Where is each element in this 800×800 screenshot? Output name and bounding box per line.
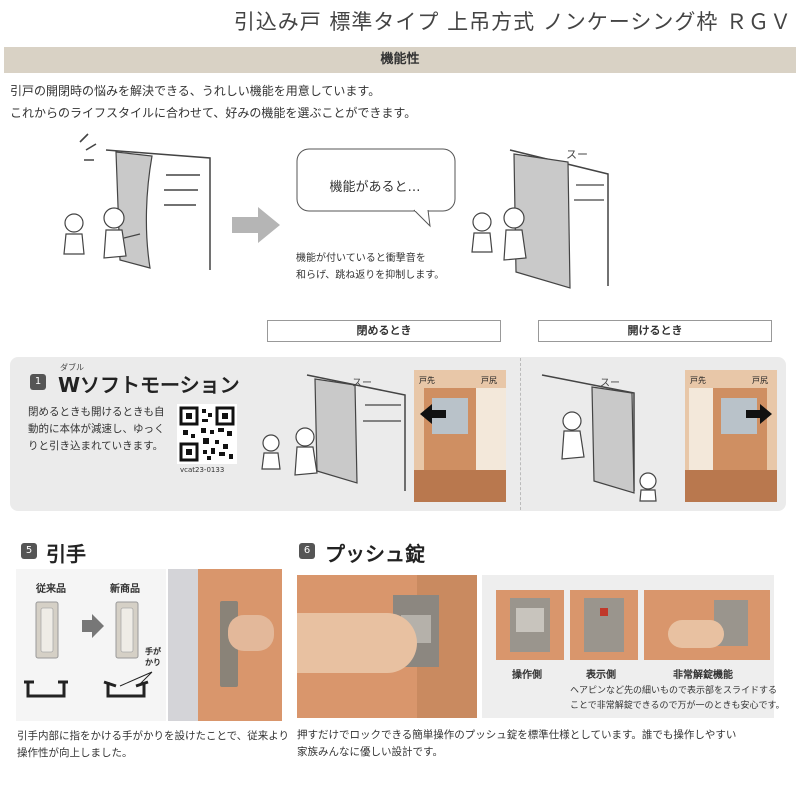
opening-sound-text: スー — [600, 378, 620, 389]
intro-line-1: 引戸の開閉時の悩みを解決できる、うれしい機能を用意しています。 — [10, 84, 381, 98]
feature-1-title: Wソフトモーション — [58, 373, 240, 397]
label-closing: 閉めるとき — [267, 320, 501, 342]
pull-handle-diagram — [24, 601, 153, 698]
closing-door-photo — [414, 370, 506, 502]
feature-number-6: 6 — [299, 543, 315, 559]
feature-5-desc-line-2: 操作性が向上しました。 — [17, 747, 133, 759]
sound-effect-text: スー — [566, 148, 588, 161]
operate-side-label: 操作側 — [512, 670, 542, 681]
feature-number-5: 5 — [21, 543, 37, 559]
feature-1-ruby: ダブル — [60, 363, 84, 372]
closing-sound-text: スー — [352, 378, 372, 389]
emergency-unlock-photo — [644, 590, 770, 660]
slamming-door-illustration — [63, 133, 211, 270]
display-side-photo — [570, 590, 638, 660]
closing-door-tail-label: 戸尻 — [481, 376, 497, 385]
opening-door-tip-label: 戸先 — [690, 376, 706, 385]
speech-bubble — [296, 148, 456, 228]
operate-side-photo — [496, 590, 564, 660]
feature-6-desc-line-1: 押すだけでロックできる簡単操作のプッシュ錠を標準仕様としています。誰でも操作しや… — [297, 729, 737, 741]
arrow-left-icon — [420, 404, 446, 424]
feature-number-1: 1 — [30, 374, 46, 390]
feature-5-title: 引手 — [46, 542, 86, 566]
feature-6-title: プッシュ錠 — [325, 542, 425, 566]
soft-close-door-illustration — [471, 149, 609, 289]
new-product-label: 新商品 — [110, 584, 140, 595]
arrow-right-small-icon — [746, 404, 772, 424]
feature-6-desc-line-2: 家族みんなに優しい設計です。 — [297, 746, 443, 758]
qr-code[interactable] — [177, 404, 237, 464]
qr-code-id: vcat23-0133 — [180, 466, 225, 474]
opening-door-photo — [685, 370, 777, 502]
emergency-note-line-2: ことで非常解錠できるので万が一のときも安心です。 — [570, 701, 785, 711]
grip-label-2: かり — [145, 658, 161, 667]
feature-soft-motion-panel — [10, 357, 786, 511]
closing-door-tip-label: 戸先 — [419, 376, 435, 385]
push-lock-photo — [297, 575, 477, 718]
closing-illustration — [261, 374, 406, 491]
panel-divider — [520, 358, 521, 510]
section-band: 機能性 — [4, 47, 796, 73]
function-note-line-1: 機能が付いていると衝撃音を — [296, 253, 426, 264]
page-title: 引込み戸 標準タイプ 上吊方式 ノンケーシング枠 ＲＧＶ — [233, 10, 792, 34]
emergency-note-line-1: ヘアピンなど先の細いもので表示部をスライドする — [570, 686, 778, 696]
opening-illustration — [541, 374, 657, 502]
intro-line-2: これからのライフスタイルに合わせて、好みの機能を選ぶことができます。 — [10, 106, 417, 120]
feature-5-desc-line-1: 引手内部に指をかける手がかりを設けたことで、従来より — [17, 730, 290, 742]
function-note-line-2: 和らげ、跳ね返りを抑制します。 — [296, 270, 445, 281]
arrow-right-icon — [232, 207, 280, 243]
qr-code-icon — [179, 406, 235, 462]
emergency-unlock-label: 非常解錠機能 — [673, 670, 733, 681]
bubble-text: 機能があると… — [329, 180, 421, 195]
feature-1-desc-line-1: 閉めるときも開けるときも自 — [28, 406, 165, 418]
old-product-label: 従来品 — [36, 584, 66, 595]
display-side-label: 表示側 — [586, 670, 616, 681]
grip-label-1: 手が — [145, 647, 161, 656]
opening-door-tail-label: 戸尻 — [752, 376, 768, 385]
feature-1-desc-line-2: 動的に本体が減速し、ゆっく — [28, 423, 165, 435]
label-opening: 開けるとき — [538, 320, 772, 342]
feature-1-desc-line-3: りと引き込まれていきます。 — [28, 440, 164, 452]
pull-handle-photo — [168, 569, 282, 721]
